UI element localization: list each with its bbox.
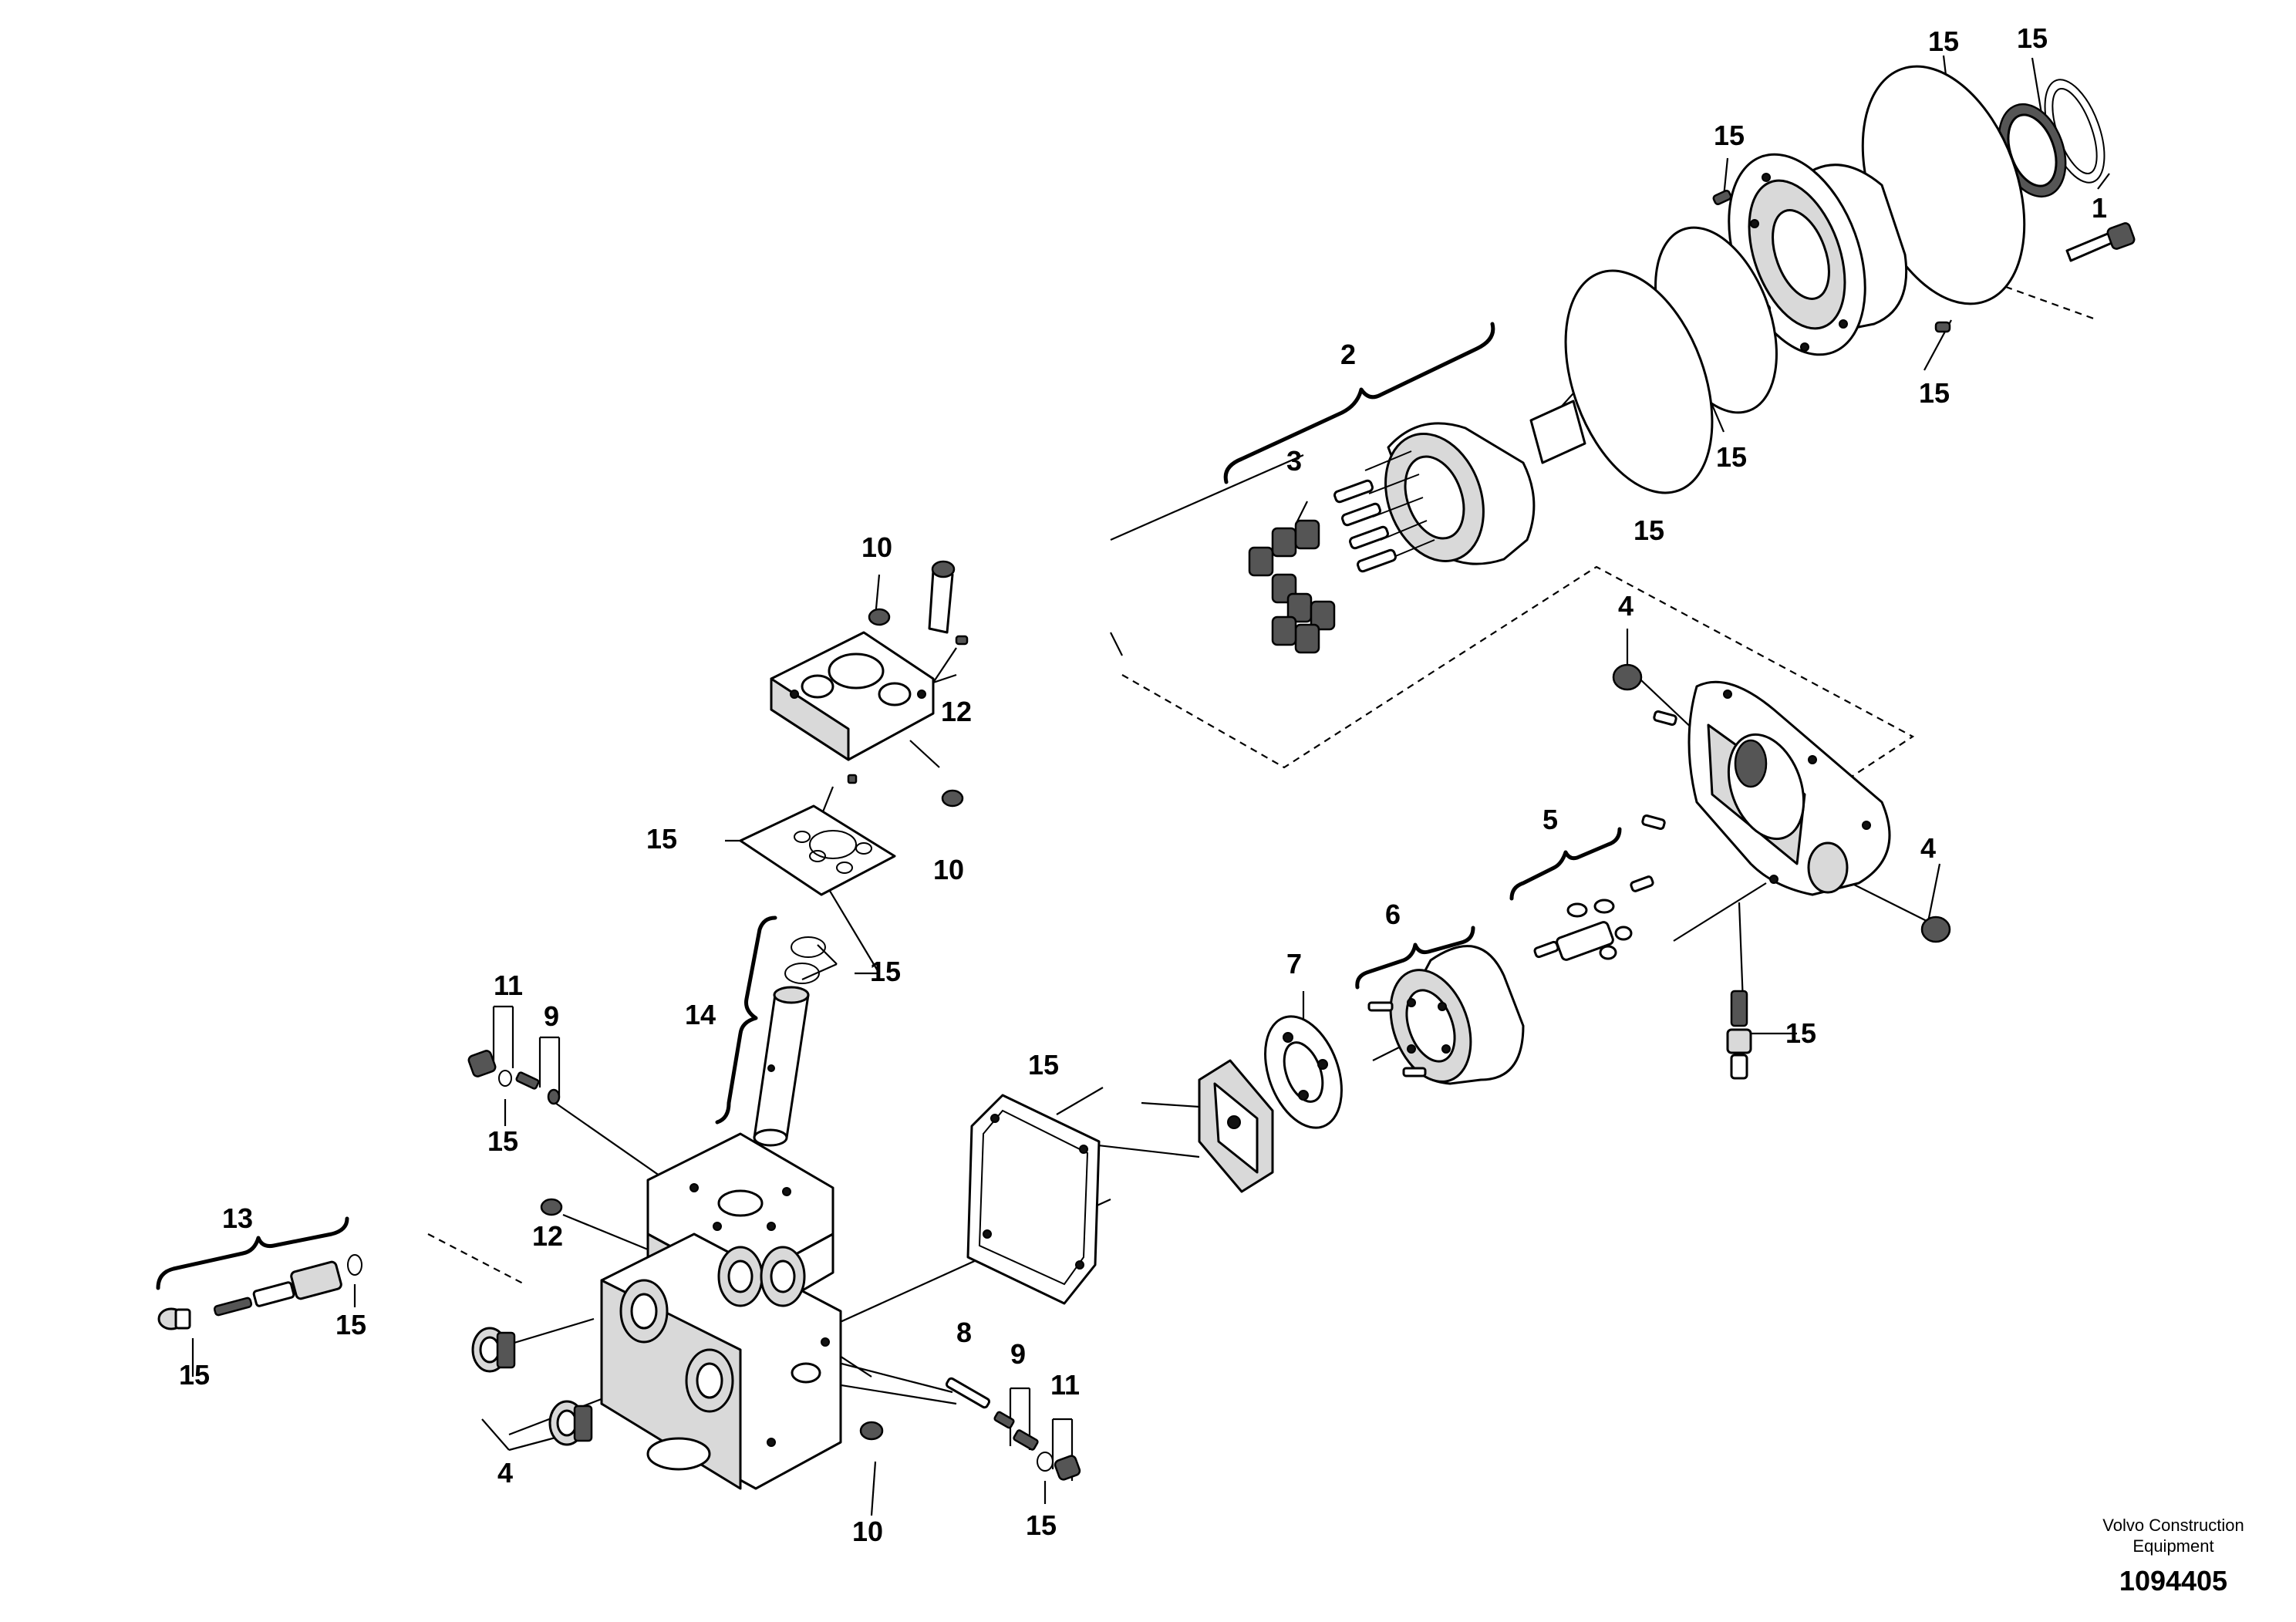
- housing-fitting: [1726, 990, 1752, 1080]
- plugs-left: [471, 1327, 593, 1446]
- callout-12: 12: [941, 696, 972, 727]
- callout-15: 15: [335, 1309, 366, 1340]
- brace-6: [1355, 926, 1475, 990]
- callout-6: 6: [1385, 899, 1401, 930]
- top-valve-block: [770, 560, 969, 808]
- o-ring-a: [791, 936, 826, 958]
- callout-10: 10: [852, 1516, 883, 1547]
- callout-15: 15: [1714, 120, 1745, 151]
- bottom-small-parts: [859, 1377, 1081, 1481]
- group-braces: [156, 322, 1622, 1290]
- shim-disc-3: [1564, 269, 1714, 494]
- callout-1: 1: [2092, 192, 2107, 224]
- callout-15: 15: [646, 823, 677, 855]
- pump-body: [600, 1132, 842, 1490]
- brace-5: [1509, 827, 1622, 901]
- servo-parts: [1533, 875, 1654, 961]
- company-name-line1: Volvo Construction: [2102, 1516, 2244, 1535]
- callout-5: 5: [1542, 804, 1558, 835]
- brace-13: [156, 1216, 349, 1290]
- o-ring-b: [784, 963, 820, 984]
- callout-15: 15: [487, 1125, 518, 1157]
- callout-2: 2: [1340, 339, 1356, 370]
- callout-10: 10: [861, 531, 892, 563]
- relief-cartridge: [157, 1254, 362, 1330]
- small-screws: [1712, 189, 2136, 333]
- callout-15: 15: [1785, 1017, 1816, 1049]
- dashed-alignment-lines: [427, 268, 2099, 1285]
- port-plate: [1198, 1015, 1343, 1193]
- housing-plug-top: [1612, 663, 1643, 691]
- callout-4: 4: [1618, 590, 1633, 622]
- callout-15: 15: [179, 1359, 210, 1391]
- callout-4: 4: [497, 1457, 513, 1489]
- callout-15: 15: [1928, 25, 1959, 57]
- housing-plug-right: [1920, 916, 1951, 943]
- callout-10: 10: [933, 854, 964, 885]
- rotating-group: [1364, 400, 1586, 565]
- callout-13: 13: [222, 1202, 253, 1234]
- valve-spool: [753, 986, 810, 1147]
- drawing-footer: Volvo Construction Equipment 1094405: [2102, 1516, 2244, 1597]
- callout-12: 12: [532, 1220, 563, 1252]
- callout-3: 3: [1286, 445, 1302, 477]
- callout-11: 11: [1050, 1369, 1080, 1401]
- callout-15: 15: [1633, 514, 1664, 546]
- callout-9: 9: [1010, 1338, 1026, 1370]
- callout-7: 7: [1286, 948, 1302, 980]
- callout-15: 15: [2017, 22, 2048, 54]
- brace-14: [715, 916, 777, 1125]
- large-gasket: [966, 1094, 1101, 1305]
- callout-9: 9: [544, 1000, 559, 1032]
- callout-14: 14: [685, 999, 716, 1030]
- drawing-number: 1094405: [2119, 1565, 2227, 1597]
- company-name-line2: Equipment: [2132, 1536, 2213, 1556]
- callout-4: 4: [1920, 832, 1936, 864]
- callout-15: 15: [870, 956, 901, 987]
- left-small-parts: [467, 1050, 563, 1216]
- pistons: [1248, 479, 1397, 654]
- callout-11: 11: [494, 969, 523, 1001]
- callout-labels: 15 15 15 1 15 2 15 3 15 10 12 4 15 10 5 …: [179, 22, 2107, 1547]
- motor-housing: [1641, 680, 1891, 896]
- brace-2: [1223, 322, 1495, 484]
- callout-15: 15: [1716, 441, 1747, 473]
- callout-15: 15: [1919, 377, 1950, 409]
- callout-15: 15: [1026, 1509, 1057, 1541]
- callout-15: 15: [1028, 1049, 1059, 1081]
- cylinder-barrel: [1367, 945, 1525, 1085]
- callout-8: 8: [956, 1317, 972, 1348]
- top-gasket: [739, 804, 896, 896]
